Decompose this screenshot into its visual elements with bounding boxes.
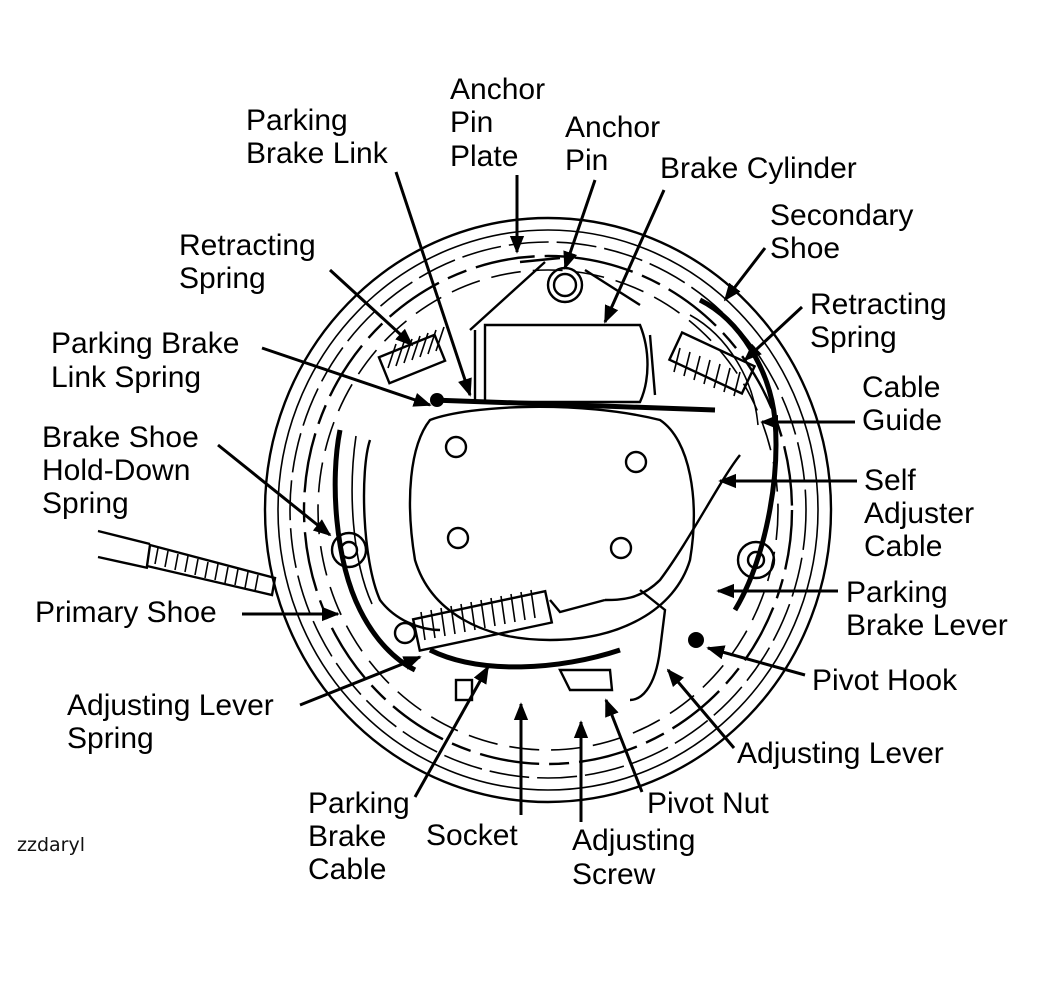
leader-pivot-hook bbox=[706, 645, 806, 677]
label-pivot-hook: Pivot Hook bbox=[812, 664, 958, 697]
label-retracting-spring-right: Retracting Spring bbox=[810, 288, 955, 354]
socket-shape bbox=[454, 678, 474, 702]
leader-parking-brake-cable bbox=[413, 665, 490, 798]
leader-parking-brake-link bbox=[394, 171, 472, 397]
leader-brake-shoe-hold-down-spring bbox=[217, 443, 332, 537]
primary-shoe-shape bbox=[332, 429, 417, 673]
self-adjuster-cable-shape bbox=[604, 454, 741, 602]
leader-anchor-pin bbox=[563, 179, 597, 270]
parking-brake-link-rod bbox=[430, 393, 716, 413]
hold-down-spring-left bbox=[330, 531, 368, 569]
label-pivot-nut: Pivot Nut bbox=[647, 787, 769, 820]
parking-brake-cable-external bbox=[97, 529, 277, 597]
hold-down-spring-right bbox=[736, 540, 776, 580]
leader-lines bbox=[217, 171, 857, 822]
leader-pivot-nut bbox=[604, 698, 644, 793]
anchor-pin-shape bbox=[469, 256, 641, 331]
label-brake-shoe-hold-down-spring: Brake Shoe Hold-Down Spring bbox=[42, 421, 207, 520]
leader-parking-brake-link-spring bbox=[261, 346, 432, 407]
adjusting-screw-shape bbox=[428, 647, 621, 670]
leader-adjusting-lever bbox=[666, 668, 736, 749]
label-parking-brake-lever: Parking Brake Lever bbox=[846, 576, 1008, 642]
backing-plate bbox=[263, 216, 833, 804]
adjusting-lever-spring-shape bbox=[393, 589, 606, 653]
pivot-hook-shape bbox=[688, 632, 704, 648]
leader-brake-cylinder bbox=[603, 189, 666, 324]
label-parking-brake-cable: Parking Brake Cable bbox=[308, 787, 418, 886]
label-secondary-shoe: Secondary Shoe bbox=[770, 199, 922, 265]
brake-cylinder-shape bbox=[473, 323, 657, 404]
leader-secondary-shoe bbox=[723, 247, 767, 302]
hub-plate bbox=[362, 405, 695, 642]
retracting-spring-right-shape bbox=[667, 330, 757, 397]
label-anchor-pin: Anchor Pin bbox=[565, 111, 668, 177]
label-adjusting-lever: Adjusting Lever bbox=[737, 737, 944, 770]
watermark: zzdaryl bbox=[17, 834, 85, 856]
label-retracting-spring-left: Retracting Spring bbox=[179, 229, 324, 295]
leader-retracting-spring-left bbox=[328, 268, 414, 347]
label-parking-brake-link-spring: Parking Brake Link Spring bbox=[51, 327, 248, 394]
label-cable-guide: Cable Guide bbox=[862, 371, 949, 437]
label-parking-brake-link: Parking Brake Link bbox=[246, 104, 389, 170]
label-self-adjuster-cable: Self Adjuster Cable bbox=[864, 464, 982, 563]
label-anchor-pin-plate: Anchor Pin Plate bbox=[450, 73, 553, 173]
label-primary-shoe: Primary Shoe bbox=[35, 596, 217, 629]
label-adjusting-screw: Adjusting Screw bbox=[572, 824, 704, 891]
retracting-spring-left-shape bbox=[377, 326, 447, 385]
pivot-nut-shape bbox=[558, 668, 614, 692]
leader-adjusting-lever-spring bbox=[299, 655, 422, 707]
label-socket: Socket bbox=[426, 819, 518, 852]
label-brake-cylinder: Brake Cylinder bbox=[660, 152, 857, 185]
leader-retracting-spring-right bbox=[743, 305, 804, 362]
parking-brake-lever-shape bbox=[629, 589, 667, 702]
label-adjusting-lever-spring: Adjusting Lever Spring bbox=[67, 689, 282, 755]
